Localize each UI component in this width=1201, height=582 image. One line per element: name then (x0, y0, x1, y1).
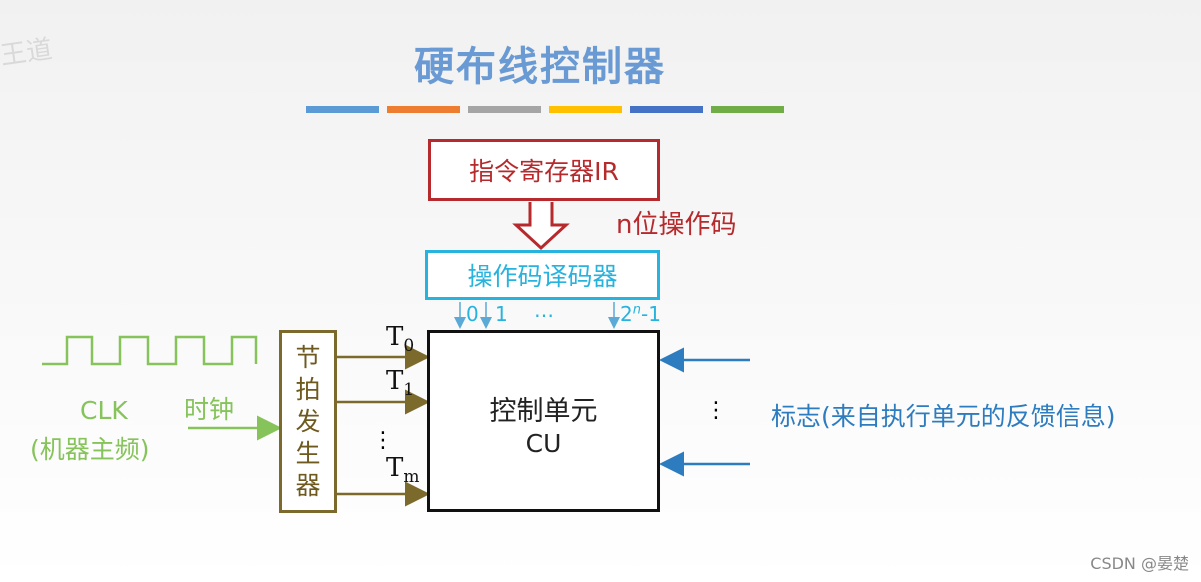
title-color-bar (306, 106, 784, 113)
control-unit-abbr: CU (525, 429, 562, 458)
beat-t0-label: T0 (386, 322, 415, 357)
beat-generator-char: 生 (295, 438, 321, 468)
color-bar-segment (306, 106, 379, 113)
control-unit-name: 控制单元 (489, 396, 598, 427)
opcode-decoder-box: 操作码译码器 (425, 250, 660, 300)
opcode-decoder-label: 操作码译码器 (467, 262, 618, 291)
decoder-output-0: 0 (466, 302, 479, 326)
instruction-register-box: 指令寄存器IR (428, 139, 660, 201)
decoder-output-last-exp: n (632, 302, 641, 318)
color-bar-segment (387, 106, 460, 113)
clock-label: 时钟 (184, 395, 235, 424)
ir-to-decoder-arrow (512, 202, 570, 251)
control-unit-box: 控制单元 CU (427, 330, 660, 512)
beat-generator-char: 器 (295, 470, 321, 500)
decoder-output-ellipsis: … (534, 298, 554, 322)
decoder-output-1: 1 (495, 302, 508, 326)
beat-generator-char: 发 (295, 406, 321, 436)
decoder-output-last: 2n-1 (620, 302, 661, 326)
color-bar-segment (549, 106, 622, 113)
beat-generator-char: 节 (295, 342, 321, 372)
clk-frequency-label: (机器主频) (30, 435, 150, 464)
instruction-register-label: 指令寄存器IR (469, 157, 619, 186)
opcode-label: n位操作码 (616, 210, 737, 240)
watermark: CSDN @晏楚 (1090, 554, 1189, 573)
decoder-output-last-suffix: -1 (640, 302, 661, 326)
color-bar-segment (468, 106, 541, 113)
clock-waveform (42, 335, 258, 366)
decoder-output-last-base: 2 (620, 302, 633, 326)
flags-label: 标志(来自执行单元的反馈信息) (771, 402, 1116, 431)
flags-ellipsis: ⋮ (705, 398, 727, 423)
beat-generator-char: 拍 (295, 374, 321, 404)
clk-label: CLK (80, 396, 128, 425)
page-title: 硬布线控制器 (414, 44, 666, 90)
beat-ellipsis: ⋮ (372, 428, 394, 453)
beat-t1-label: T1 (386, 366, 415, 401)
beat-tm-label: Tm (386, 453, 420, 488)
color-bar-segment (630, 106, 703, 113)
color-bar-segment (711, 106, 784, 113)
beat-generator-box: 节 拍 发 生 器 (279, 330, 337, 513)
